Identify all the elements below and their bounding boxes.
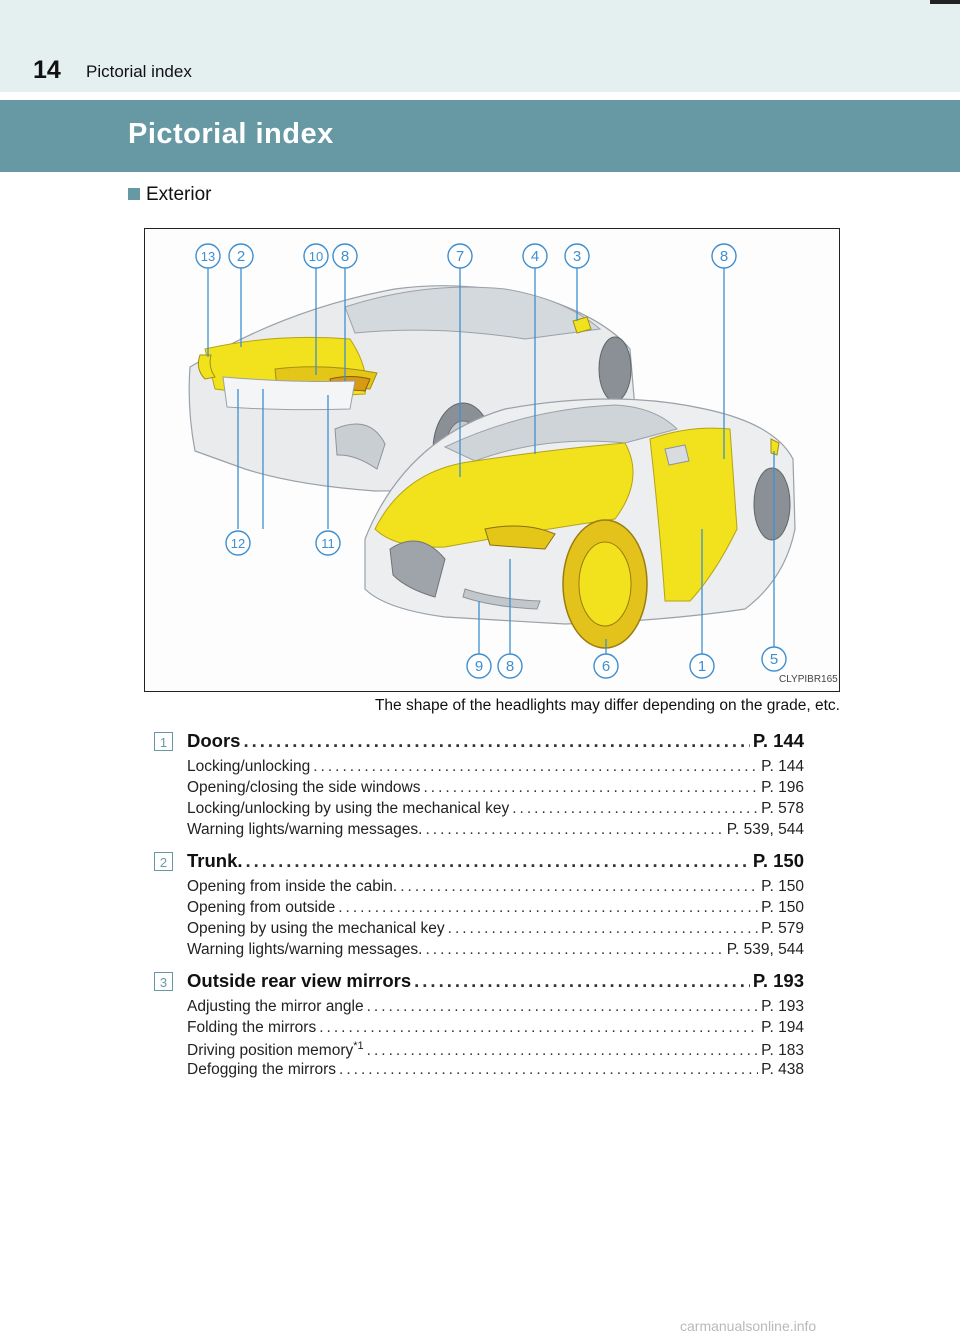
entry-title-line[interactable]: Doors P. 144 [187,730,804,756]
entry-title: Trunk. [187,850,243,871]
entry-subitem[interactable]: Warning lights/warning messages.P. 539, … [187,821,804,841]
callout-circle [522,243,548,269]
entry-title-line[interactable]: Trunk. P. 150 [187,850,804,876]
entry-title: Outside rear view mirrors [187,970,412,991]
callout-number: 5 [770,651,778,668]
entry-subitem[interactable]: Warning lights/warning messages.P. 539, … [187,941,804,961]
callout-circle [689,653,715,679]
rear-car-illustration [188,285,636,500]
footnote-marker: *1 [353,1040,364,1052]
header-band [0,0,960,92]
callout-markers: 13 2 10 8 7 4 3 8 12 11 9 8 6 1 5 [195,243,787,679]
entry-subitem[interactable]: Opening/closing the side windowsP. 196 [187,779,804,799]
entry-subitem[interactable]: Opening from outsideP. 150 [187,899,804,919]
entry-title-line[interactable]: Outside rear view mirrors P. 193 [187,970,804,996]
callout-number: 13 [201,249,215,264]
subheading-exterior: Exterior [146,184,212,205]
running-title: Pictorial index [86,62,192,81]
callout-number: 3 [573,248,581,265]
entry-subitem[interactable]: Folding the mirrorsP. 194 [187,1019,804,1039]
entry-number-badge: 1 [154,732,173,751]
square-bullet-icon [128,188,140,200]
callout-circle [466,653,492,679]
watermark: carmanualsonline.info [680,1318,817,1334]
callout-circle [593,653,619,679]
corner-mark [930,0,960,4]
entry-number-badge: 2 [154,852,173,871]
page-number: 14 [33,56,61,84]
callout-circle [564,243,590,269]
callout-circle [225,530,251,556]
exterior-illustration: 13 2 10 8 7 4 3 8 12 11 9 8 6 1 5 CLYPIBR165 [144,228,840,692]
callout-number: 10 [309,249,323,264]
callout-number: 8 [506,658,514,675]
callout-circle [315,530,341,556]
callout-number: 9 [475,658,483,675]
callout-circle [447,243,473,269]
section-title: Pictorial index [128,118,334,150]
entry-page: P. 150 [752,850,804,871]
callout-number: 7 [456,248,464,265]
entry-page: P. 144 [752,730,804,751]
entry-subitem[interactable]: Locking/unlocking by using the mechanica… [187,800,804,820]
entry-subitem[interactable]: Locking/unlockingP. 144 [187,758,804,778]
callout-number: 11 [321,536,335,551]
entry-subitem[interactable]: Adjusting the mirror angleP. 193 [187,998,804,1018]
entry-subitem[interactable]: Driving position memory*1P. 183 [187,1040,804,1060]
entry-subitem[interactable]: Opening from inside the cabin.P. 150 [187,878,804,898]
entry-subitem[interactable]: Opening by using the mechanical keyP. 57… [187,920,804,940]
entry-number-badge: 3 [154,972,173,991]
callout-circle [332,243,358,269]
callout-number: 12 [231,536,245,551]
front-car-illustration [364,398,796,649]
callout-circle [303,243,329,269]
section-title-bar [0,100,960,172]
callout-number: 8 [341,248,349,265]
figure-code: CLYPIBR165 [779,674,838,685]
entry-subitem[interactable]: Defogging the mirrorsP. 438 [187,1061,804,1081]
entry-page: P. 193 [752,970,804,991]
callout-number: 1 [698,658,706,675]
callout-circle [195,243,221,269]
callout-number: 4 [531,248,539,265]
callout-circle [711,243,737,269]
callout-number: 2 [237,248,245,265]
callout-number: 8 [720,248,728,265]
callout-circle [497,653,523,679]
leader-lines [207,267,775,654]
callout-circle [228,243,254,269]
callout-circle [761,646,787,672]
figure-caption: The shape of the headlights may differ d… [374,697,840,714]
entry-title: Doors [187,730,241,751]
callout-number: 6 [602,658,610,675]
